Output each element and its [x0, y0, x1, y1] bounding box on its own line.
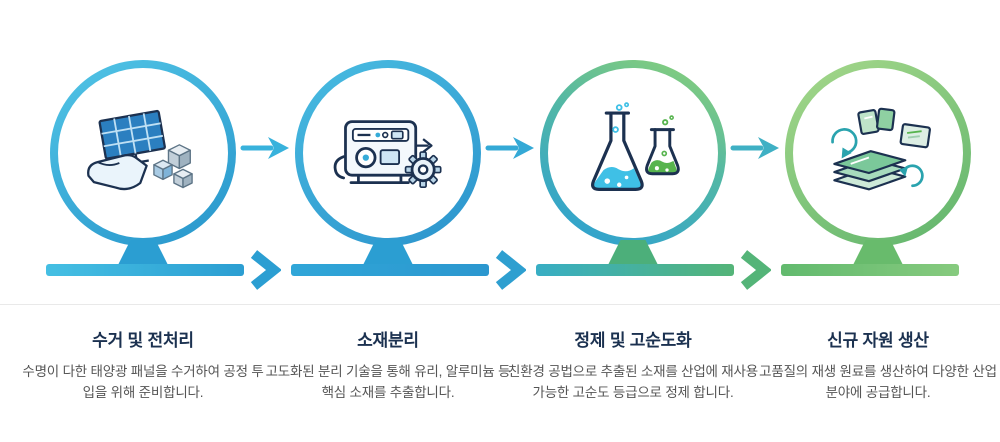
flow-arrow-icon — [730, 137, 779, 159]
step-description-1: 수명이 다한 태양광 패널을 수거하여 공정 투입을 위해 준비합니다. — [22, 364, 264, 400]
baseline-bar — [46, 264, 244, 276]
step-title-2: 소재분리 — [357, 331, 419, 350]
step-description-3: 친환경 공법으로 추출된 소재를 산업에 재사용 가능한 고순도 등급으로 정제… — [508, 364, 758, 400]
baseline-bar — [536, 264, 734, 276]
step-icon-wrap-3 — [548, 68, 718, 238]
section-divider — [0, 304, 1000, 305]
step-circle-4 — [785, 60, 971, 246]
solar-panel-hand-icon — [87, 109, 193, 191]
step-icon-wrap-4 — [793, 68, 963, 238]
recycled-materials-icon — [831, 107, 931, 191]
flow-arrow-icon — [485, 137, 534, 159]
flow-arrow-icon — [240, 137, 289, 159]
step-circle-1 — [50, 60, 236, 246]
chevron-right-icon — [495, 250, 526, 290]
step-title-3: 정제 및 고순도화 — [574, 331, 692, 350]
step-circle-2 — [295, 60, 481, 246]
step-title-1: 수거 및 전처리 — [92, 331, 194, 350]
step-description-2: 고도화된 분리 기술을 통해 유리, 알루미늄 등 핵심 소재를 추출합니다. — [265, 364, 511, 400]
baseline-bar — [291, 264, 489, 276]
purification-flasks-icon — [591, 101, 680, 191]
step-icon-wrap-1 — [58, 68, 228, 238]
chevron-right-icon — [740, 250, 771, 290]
baseline-bar — [781, 264, 959, 276]
separation-machine-icon — [333, 120, 442, 189]
step-description-4: 고품질의 재생 원료를 생산하여 다양한 산업 분야에 공급합니다. — [759, 364, 997, 400]
step-circle-3 — [540, 60, 726, 246]
chevron-right-icon — [250, 250, 281, 290]
step-title-4: 신규 자원 생산 — [827, 331, 929, 350]
step-icon-wrap-2 — [303, 68, 473, 238]
